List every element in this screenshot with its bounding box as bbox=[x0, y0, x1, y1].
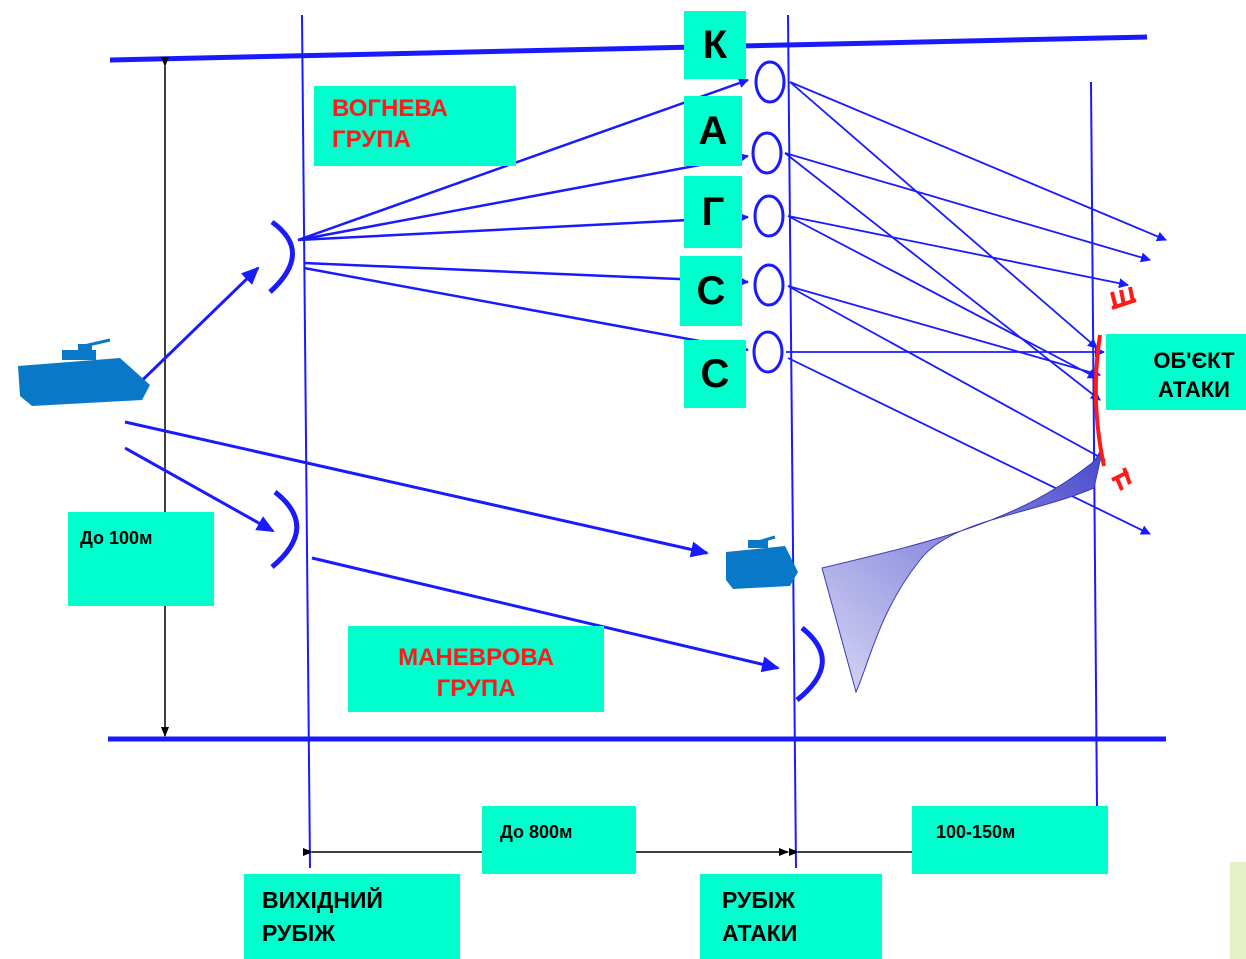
start-line-label-line1: ВИХІДНИЙ bbox=[262, 887, 383, 913]
armored-vehicle-main bbox=[18, 338, 150, 406]
column-letter-s1: С bbox=[680, 256, 742, 326]
fire-group-fire-lines bbox=[297, 78, 749, 354]
distance-800-label: До 800м bbox=[500, 822, 573, 842]
start-line-box bbox=[244, 874, 460, 959]
movement-arrows bbox=[122, 266, 780, 673]
target-label: ОБ'ЄКТ АТАКИ bbox=[1124, 346, 1246, 404]
top-boundary-line bbox=[109, 34, 1148, 63]
maneuver-group-label-line2: ГРУПА bbox=[436, 675, 516, 702]
column-letter-a: А bbox=[684, 96, 742, 166]
maneuver-group-attack-position bbox=[795, 626, 825, 702]
armored-vehicle-maneuver bbox=[726, 535, 798, 589]
enemy-positions bbox=[1093, 286, 1137, 491]
start-line-label: ВИХІДНИЙ РУБІЖ bbox=[262, 884, 383, 950]
fire-group-label-line1: ВОГНЕВА bbox=[332, 95, 448, 122]
attack-line-label-line1: РУБІЖ bbox=[722, 887, 796, 913]
attack-line-box bbox=[700, 874, 882, 959]
distance-150-box bbox=[912, 806, 1108, 874]
target-label-line1: ОБ'ЄКТ bbox=[1153, 348, 1235, 373]
fire-group-label: ВОГНЕВА ГРУПА bbox=[332, 93, 448, 155]
maneuver-attack-direction bbox=[821, 450, 1103, 694]
enemy-front-line bbox=[1093, 334, 1106, 467]
fire-unit-marker bbox=[751, 131, 783, 175]
fire-group-box bbox=[314, 86, 516, 166]
fire-unit-marker bbox=[752, 330, 784, 374]
fire-group-position bbox=[268, 219, 295, 294]
distance-800-box bbox=[482, 806, 636, 874]
fire-unit-marker bbox=[754, 60, 786, 104]
fire-group-label-line2: ГРУПА bbox=[332, 126, 411, 153]
maneuver-group-label: МАНЕВРОВА ГРУПА bbox=[348, 642, 604, 704]
depth-label: До 100м bbox=[80, 528, 153, 548]
attack-line-label-line2: АТАКИ bbox=[722, 920, 798, 946]
distance-150-label: 100-150м bbox=[936, 822, 1016, 842]
maneuver-group-label-line1: МАНЕВРОВА bbox=[398, 644, 554, 671]
column-letter-g: Г bbox=[684, 176, 742, 248]
column-letter-s2: С bbox=[684, 340, 746, 408]
attack-line-label: РУБІЖ АТАКИ bbox=[722, 884, 797, 950]
maneuver-group-box bbox=[348, 626, 604, 712]
attack-fire-lines bbox=[784, 81, 1167, 535]
enemy-trench-icon bbox=[1110, 286, 1137, 310]
target-box bbox=[1106, 334, 1246, 410]
fire-unit-marker bbox=[753, 263, 785, 307]
target-label-line2: АТАКИ bbox=[1158, 377, 1230, 402]
fire-unit-markers bbox=[751, 60, 786, 374]
column-letter-k: К bbox=[684, 11, 746, 79]
enemy-trench-icon bbox=[1111, 467, 1132, 491]
maneuver-group-start-position bbox=[270, 490, 300, 569]
target-line bbox=[1090, 81, 1098, 809]
corner-decoration bbox=[1230, 862, 1246, 959]
depth-box bbox=[68, 512, 214, 606]
start-line bbox=[301, 14, 311, 869]
start-line-label-line2: РУБІЖ bbox=[262, 920, 336, 946]
fire-unit-marker bbox=[753, 194, 785, 238]
